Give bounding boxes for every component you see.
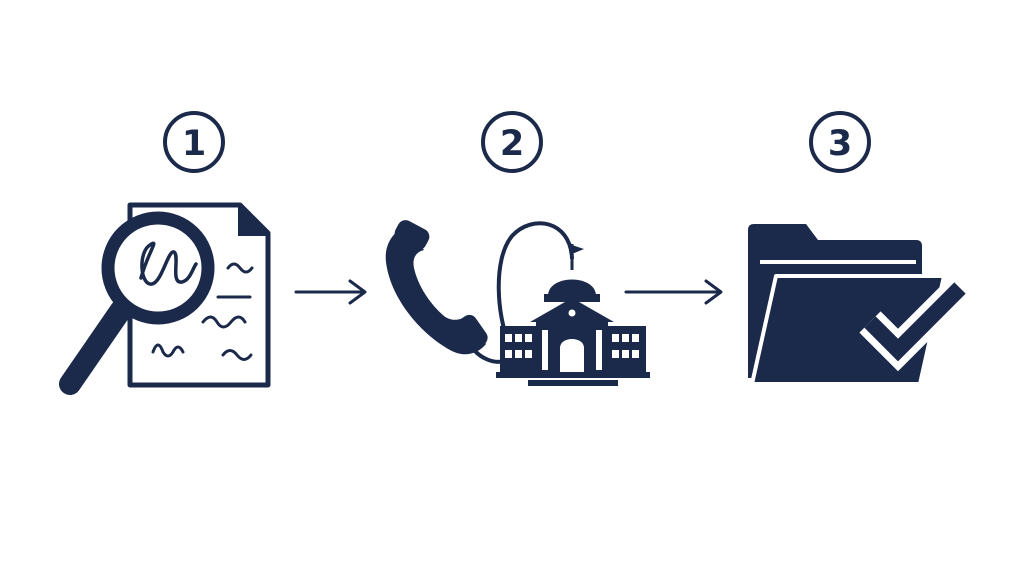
step-3: 3 <box>748 111 971 386</box>
step-1: 1 <box>59 111 271 395</box>
phone-handset-icon <box>385 220 488 355</box>
step-2-number-badge: 2 <box>481 111 543 173</box>
arrow-right-icon <box>294 279 367 305</box>
phone-government-building-icon <box>385 220 650 386</box>
checkmark-icon <box>859 277 971 372</box>
step-1-number-badge: 1 <box>163 111 225 173</box>
arrow-right-icon <box>624 279 723 305</box>
step-2: 2 <box>385 111 650 386</box>
government-building-icon <box>496 244 650 386</box>
step-2-number: 2 <box>500 124 524 164</box>
document-magnifier-icon <box>59 202 271 395</box>
step-1-number: 1 <box>182 124 206 164</box>
folder-checkmark-icon <box>748 224 971 386</box>
step-3-number-badge: 3 <box>809 111 871 173</box>
step-3-number: 3 <box>828 124 852 164</box>
